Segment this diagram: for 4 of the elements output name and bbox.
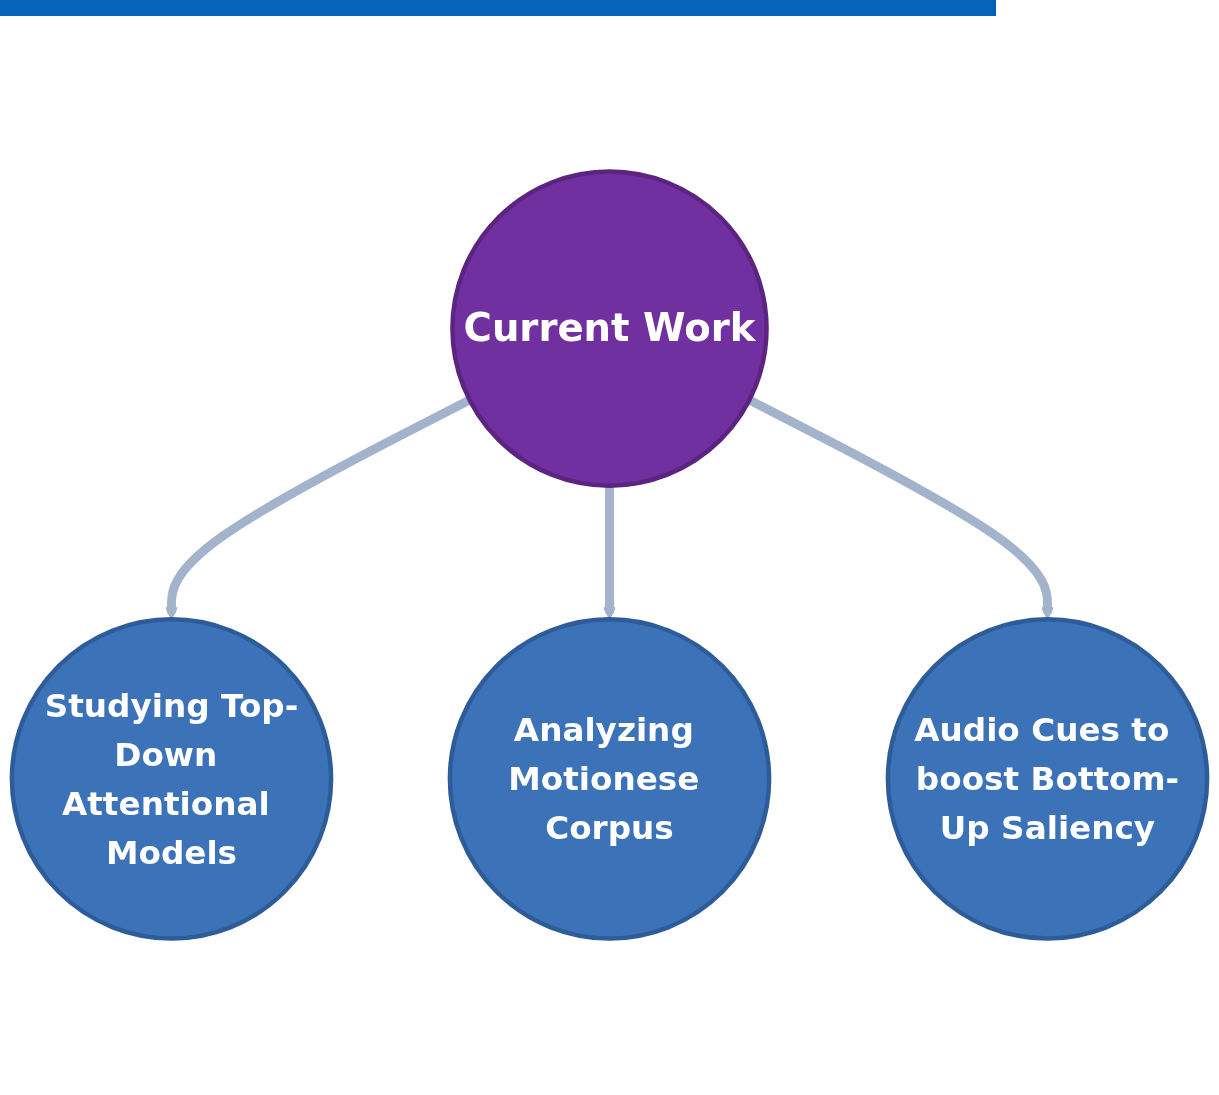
node-circle: Studying Top-Down Attentional Models — [9, 617, 334, 941]
node-circle: Analyzing Motionese Corpus — [447, 617, 772, 941]
node-circle: Audio Cues to boost Bottom-Up Saliency — [885, 617, 1210, 941]
node-circle: Current Work — [450, 169, 769, 488]
